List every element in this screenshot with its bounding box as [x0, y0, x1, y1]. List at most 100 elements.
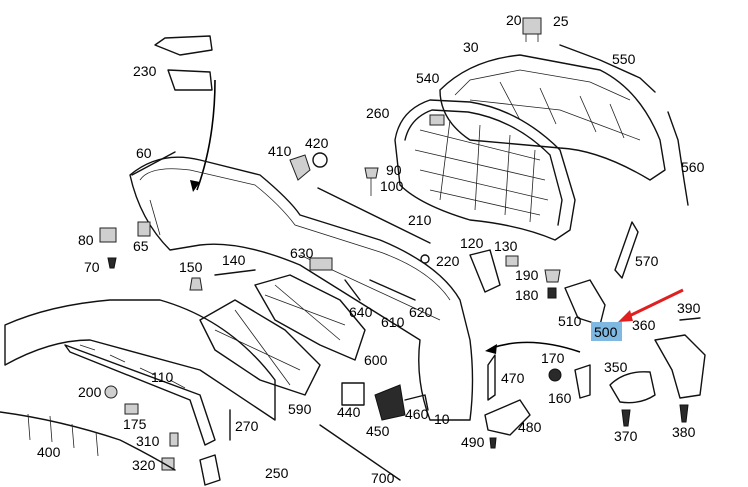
label-540: 540 [416, 70, 440, 86]
cover-480 [484, 399, 531, 436]
label-80: 80 [78, 232, 94, 248]
bracket-460 [404, 394, 429, 411]
bolt-370 [621, 409, 631, 427]
arrow-head-230 [190, 180, 200, 192]
label-210: 210 [408, 212, 432, 228]
label-470: 470 [501, 370, 525, 386]
bolt-180 [547, 287, 557, 299]
rod-640 [344, 279, 361, 301]
label-190: 190 [515, 267, 539, 283]
highlight-arrow-head [618, 310, 633, 322]
screw-390 [679, 317, 701, 321]
label-120: 120 [460, 235, 484, 251]
label-230: 230 [133, 63, 157, 79]
label-250: 250 [265, 465, 289, 481]
trim-60 [131, 151, 176, 176]
arrow-to-bumper [491, 341, 581, 353]
label-700: 700 [371, 470, 395, 486]
label-10: 10 [434, 411, 450, 427]
label-630: 630 [290, 245, 314, 261]
bracket-80 [99, 227, 117, 243]
cover-360 [654, 334, 706, 399]
bracket-470 [487, 354, 496, 401]
strip-210 [317, 187, 431, 244]
label-130: 130 [494, 238, 518, 254]
module-440 [341, 382, 365, 406]
clip-70 [107, 257, 117, 269]
label-180: 180 [515, 287, 539, 303]
diffuser-panel-540 [439, 54, 666, 181]
label-150: 150 [179, 259, 203, 275]
part-labels: 20 25 30 550 540 230 260 560 60 410 420 … [37, 12, 705, 486]
label-60: 60 [136, 145, 152, 161]
clip-310 [169, 432, 179, 447]
clip-490 [489, 437, 497, 449]
sensor-630 [309, 257, 333, 271]
bracket-250 [199, 454, 221, 486]
label-360: 360 [632, 317, 656, 333]
label-490: 490 [461, 434, 485, 450]
clip-90 [364, 167, 379, 196]
label-480: 480 [518, 419, 542, 435]
highlight-arrow [624, 288, 684, 320]
ring-420 [312, 152, 328, 168]
grommet-130 [505, 255, 519, 267]
bumper-carrier-260 [394, 99, 576, 241]
label-600: 600 [364, 352, 388, 368]
tailpipe-350 [609, 371, 656, 404]
rod-610 [369, 279, 416, 301]
label-460: 460 [405, 406, 429, 422]
label-410: 410 [268, 143, 292, 159]
label-30: 30 [463, 39, 479, 55]
clip-175 [124, 403, 139, 415]
sensor-410 [289, 154, 311, 181]
grommet-170 [548, 368, 562, 382]
arrow-230 [196, 79, 216, 191]
bumper-cover-main [129, 156, 474, 421]
arrow-head-bumper [485, 344, 497, 354]
label-90: 90 [386, 162, 402, 178]
label-220: 220 [436, 253, 460, 269]
label-260: 260 [366, 105, 390, 121]
label-390: 390 [677, 300, 701, 316]
bolt-150 [189, 277, 203, 291]
grommet-200 [104, 385, 118, 399]
label-100: 100 [380, 178, 404, 194]
highlight-box-500 [591, 322, 622, 341]
label-610: 610 [381, 314, 405, 330]
label-400: 400 [37, 444, 61, 460]
label-370: 370 [614, 428, 638, 444]
label-320: 320 [132, 457, 156, 473]
label-200: 200 [78, 384, 102, 400]
label-590: 590 [288, 401, 312, 417]
absorber-590 [199, 299, 321, 396]
label-550: 550 [612, 51, 636, 67]
label-620: 620 [409, 304, 433, 320]
label-175: 175 [123, 416, 147, 432]
trim-strip-550 [559, 44, 656, 93]
label-440: 440 [337, 404, 361, 420]
harness-400 [0, 411, 176, 471]
label-570: 570 [635, 253, 659, 269]
bracket-570 [614, 221, 639, 279]
rod-140 [214, 269, 256, 276]
label-270: 270 [235, 418, 259, 434]
bracket-510 [564, 279, 606, 326]
label-140: 140 [222, 252, 246, 268]
bolt-380 [679, 404, 689, 423]
clip-20 [522, 17, 542, 42]
label-70: 70 [84, 259, 100, 275]
label-510: 510 [558, 313, 582, 329]
ring-220 [420, 254, 430, 264]
label-65: 65 [133, 238, 149, 254]
label-420: 420 [305, 135, 329, 151]
label-170: 170 [541, 350, 565, 366]
label-450: 450 [366, 423, 390, 439]
label-640: 640 [349, 304, 373, 320]
bracket-120 [469, 249, 501, 293]
cover-230 [154, 35, 213, 91]
strip-700 [319, 424, 401, 481]
label-560: 560 [681, 159, 705, 175]
clip-190 [544, 269, 561, 283]
